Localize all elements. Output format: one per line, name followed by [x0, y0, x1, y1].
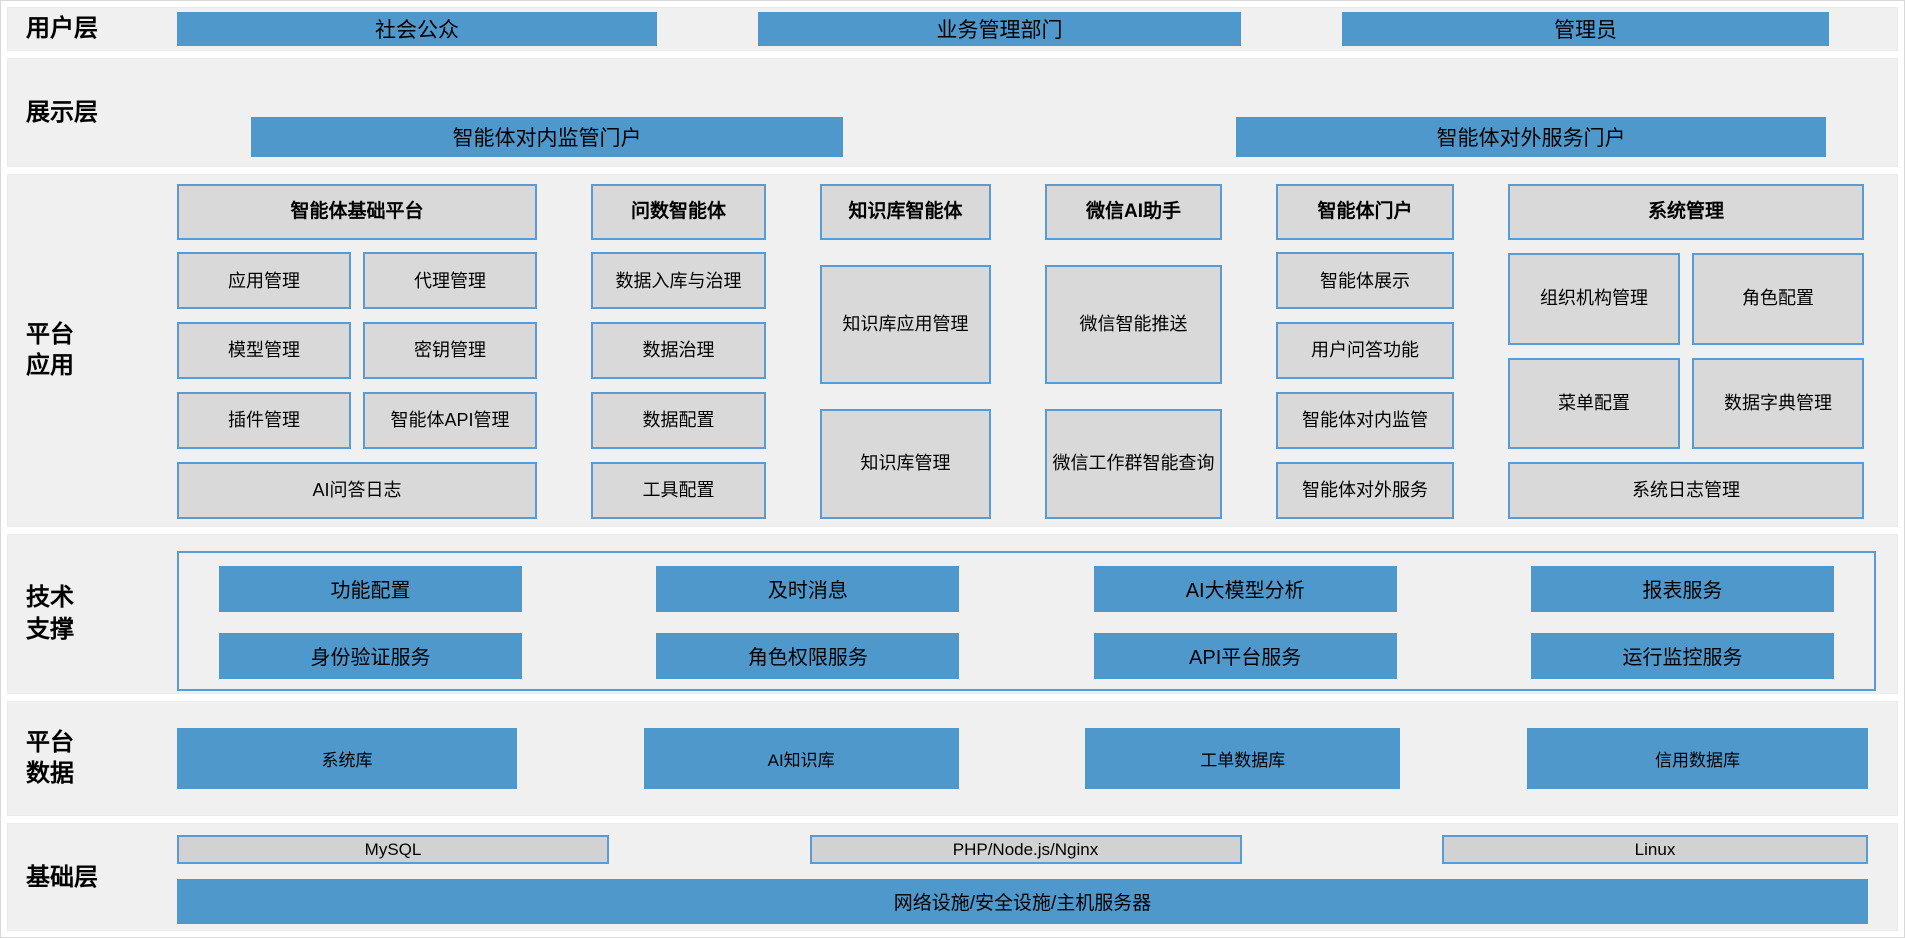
- tech-support-container: 功能配置 及时消息 AI大模型分析 报表服务 身份验证服务 角色权限服务 API…: [177, 550, 1876, 691]
- platform-app-layer-label: 平台 应用: [8, 175, 177, 526]
- operation-monitoring-service-box: 运行监控服务: [1530, 632, 1834, 679]
- base-layer-label: 基础层: [26, 863, 98, 891]
- tech-support-row-2: 身份验证服务 角色权限服务 API平台服务 运行监控服务: [219, 632, 1834, 679]
- system-management-group: 系统管理 组织机构管理 角色配置 菜单配置 数据字典管理 系统日志管理: [1508, 183, 1864, 519]
- administrator-box: 管理员: [1342, 11, 1829, 46]
- agent-proxy-management-box: 代理管理: [363, 252, 537, 310]
- base-layer-tech-row: MySQL PHP/Node.js/Nginx Linux: [177, 835, 1897, 865]
- app-management-box: 应用管理: [177, 252, 351, 310]
- platform-app-label-line2: 应用: [26, 352, 74, 380]
- public-users-box: 社会公众: [177, 11, 657, 46]
- platform-data-label-line1: 平台: [26, 729, 74, 757]
- internal-supervision-portal-box: 智能体对内监管门户: [251, 116, 843, 157]
- external-service-portal-box: 智能体对外服务门户: [1236, 116, 1826, 157]
- user-layer-content: 社会公众 业务管理部门 管理员: [177, 8, 1897, 50]
- platform-app-label-line1: 平台: [26, 321, 74, 349]
- user-layer-band: 用户层 社会公众 业务管理部门 管理员: [7, 7, 1898, 51]
- api-platform-service-box: API平台服务: [1093, 632, 1397, 679]
- tech-support-layer-band: 技术 支撑 功能配置 及时消息 AI大模型分析 报表服务 身份验证服务 角色权限…: [7, 533, 1898, 694]
- tech-support-label-line2: 支撑: [26, 615, 74, 643]
- knowledge-base-agent-group: 知识库智能体 知识库应用管理 知识库管理: [820, 183, 991, 519]
- instant-message-box: 及时消息: [656, 565, 960, 612]
- tech-support-layer-content: 功能配置 及时消息 AI大模型分析 报表服务 身份验证服务 角色权限服务 API…: [177, 535, 1897, 693]
- tech-support-label-line1: 技术: [26, 584, 74, 612]
- display-layer-band: 展示层 智能体对内监管门户 智能体对外服务门户: [7, 57, 1898, 167]
- tool-config-box: 工具配置: [591, 461, 766, 519]
- platform-data-layer-content: 系统库 AI知识库 工单数据库 信用数据库: [177, 702, 1897, 816]
- identity-verification-service-box: 身份验证服务: [219, 632, 522, 679]
- agent-portal-group: 智能体门户 智能体展示 用户问答功能 智能体对内监管 智能体对外服务: [1276, 183, 1454, 519]
- linux-box: Linux: [1442, 835, 1868, 865]
- report-service-box: 报表服务: [1530, 565, 1834, 612]
- tech-support-row-1: 功能配置 及时消息 AI大模型分析 报表服务: [219, 565, 1834, 612]
- tech-support-layer-label: 技术 支撑: [8, 535, 177, 693]
- user-layer-label: 用户层: [26, 15, 98, 43]
- data-query-agent-group: 问数智能体 数据入库与治理 数据治理 数据配置 工具配置: [591, 183, 766, 519]
- agent-internal-supervision-box: 智能体对内监管: [1276, 391, 1454, 449]
- menu-config-box: 菜单配置: [1508, 357, 1680, 449]
- agent-api-management-box: 智能体API管理: [363, 391, 537, 449]
- data-governance-box: 数据治理: [591, 322, 766, 380]
- ai-qa-log-box: AI问答日志: [177, 461, 537, 519]
- work-order-db-box: 工单数据库: [1085, 727, 1401, 789]
- platform-data-layer-label: 平台 数据: [8, 702, 177, 816]
- user-qa-function-box: 用户问答功能: [1276, 322, 1454, 380]
- kb-management-box: 知识库管理: [820, 408, 991, 519]
- model-management-box: 模型管理: [177, 322, 351, 380]
- wechat-workgroup-smart-query-box: 微信工作群智能查询: [1045, 408, 1222, 519]
- system-log-management-box: 系统日志管理: [1508, 461, 1864, 519]
- plugin-management-box: 插件管理: [177, 391, 351, 449]
- mysql-box: MySQL: [177, 835, 609, 865]
- system-management-title: 系统管理: [1508, 183, 1864, 240]
- system-db-box: 系统库: [177, 727, 517, 789]
- php-nodejs-nginx-box: PHP/Node.js/Nginx: [809, 835, 1242, 865]
- kb-app-management-box: 知识库应用管理: [820, 264, 991, 384]
- platform-app-layer-content: 智能体基础平台 应用管理 代理管理 模型管理 密钥管理 插件管理 智能体API管…: [177, 175, 1897, 526]
- agent-showcase-box: 智能体展示: [1276, 252, 1454, 310]
- org-structure-management-box: 组织机构管理: [1508, 252, 1680, 345]
- data-config-box: 数据配置: [591, 391, 766, 449]
- wechat-ai-assistant-title: 微信AI助手: [1045, 183, 1222, 240]
- platform-data-label-line2: 数据: [26, 760, 74, 788]
- data-query-agent-title: 问数智能体: [591, 183, 766, 240]
- role-permission-service-box: 角色权限服务: [656, 632, 960, 679]
- agent-external-service-box: 智能体对外服务: [1276, 461, 1454, 519]
- display-layer-label: 展示层: [26, 98, 98, 126]
- data-ingestion-governance-box: 数据入库与治理: [591, 252, 766, 310]
- function-config-box: 功能配置: [219, 565, 522, 612]
- ai-llm-analysis-box: AI大模型分析: [1093, 565, 1397, 612]
- wechat-smart-push-box: 微信智能推送: [1045, 264, 1222, 384]
- agent-base-platform-title: 智能体基础平台: [177, 183, 537, 240]
- base-layer-band: 基础层 MySQL PHP/Node.js/Nginx Linux 网络设施/安…: [7, 823, 1898, 931]
- business-dept-box: 业务管理部门: [758, 11, 1241, 46]
- platform-app-layer-band: 平台 应用 智能体基础平台 应用管理 代理管理 模型管理 密钥管理 插件管理 智…: [7, 173, 1898, 527]
- role-config-box: 角色配置: [1692, 252, 1864, 345]
- wechat-ai-assistant-group: 微信AI助手 微信智能推送 微信工作群智能查询: [1045, 183, 1222, 519]
- key-management-box: 密钥管理: [363, 322, 537, 380]
- display-layer-content: 智能体对内监管门户 智能体对外服务门户: [177, 59, 1897, 166]
- credit-db-box: 信用数据库: [1526, 727, 1868, 789]
- data-dictionary-management-box: 数据字典管理: [1692, 357, 1864, 449]
- knowledge-base-agent-title: 知识库智能体: [820, 183, 991, 240]
- agent-base-platform-group: 智能体基础平台 应用管理 代理管理 模型管理 密钥管理 插件管理 智能体API管…: [177, 183, 537, 519]
- infrastructure-bar: 网络设施/安全设施/主机服务器: [177, 879, 1868, 925]
- ai-knowledge-db-box: AI知识库: [643, 727, 959, 789]
- agent-portal-title: 智能体门户: [1276, 183, 1454, 240]
- base-layer-content: MySQL PHP/Node.js/Nginx Linux 网络设施/安全设施/…: [177, 824, 1897, 930]
- platform-data-layer-band: 平台 数据 系统库 AI知识库 工单数据库 信用数据库: [7, 700, 1898, 817]
